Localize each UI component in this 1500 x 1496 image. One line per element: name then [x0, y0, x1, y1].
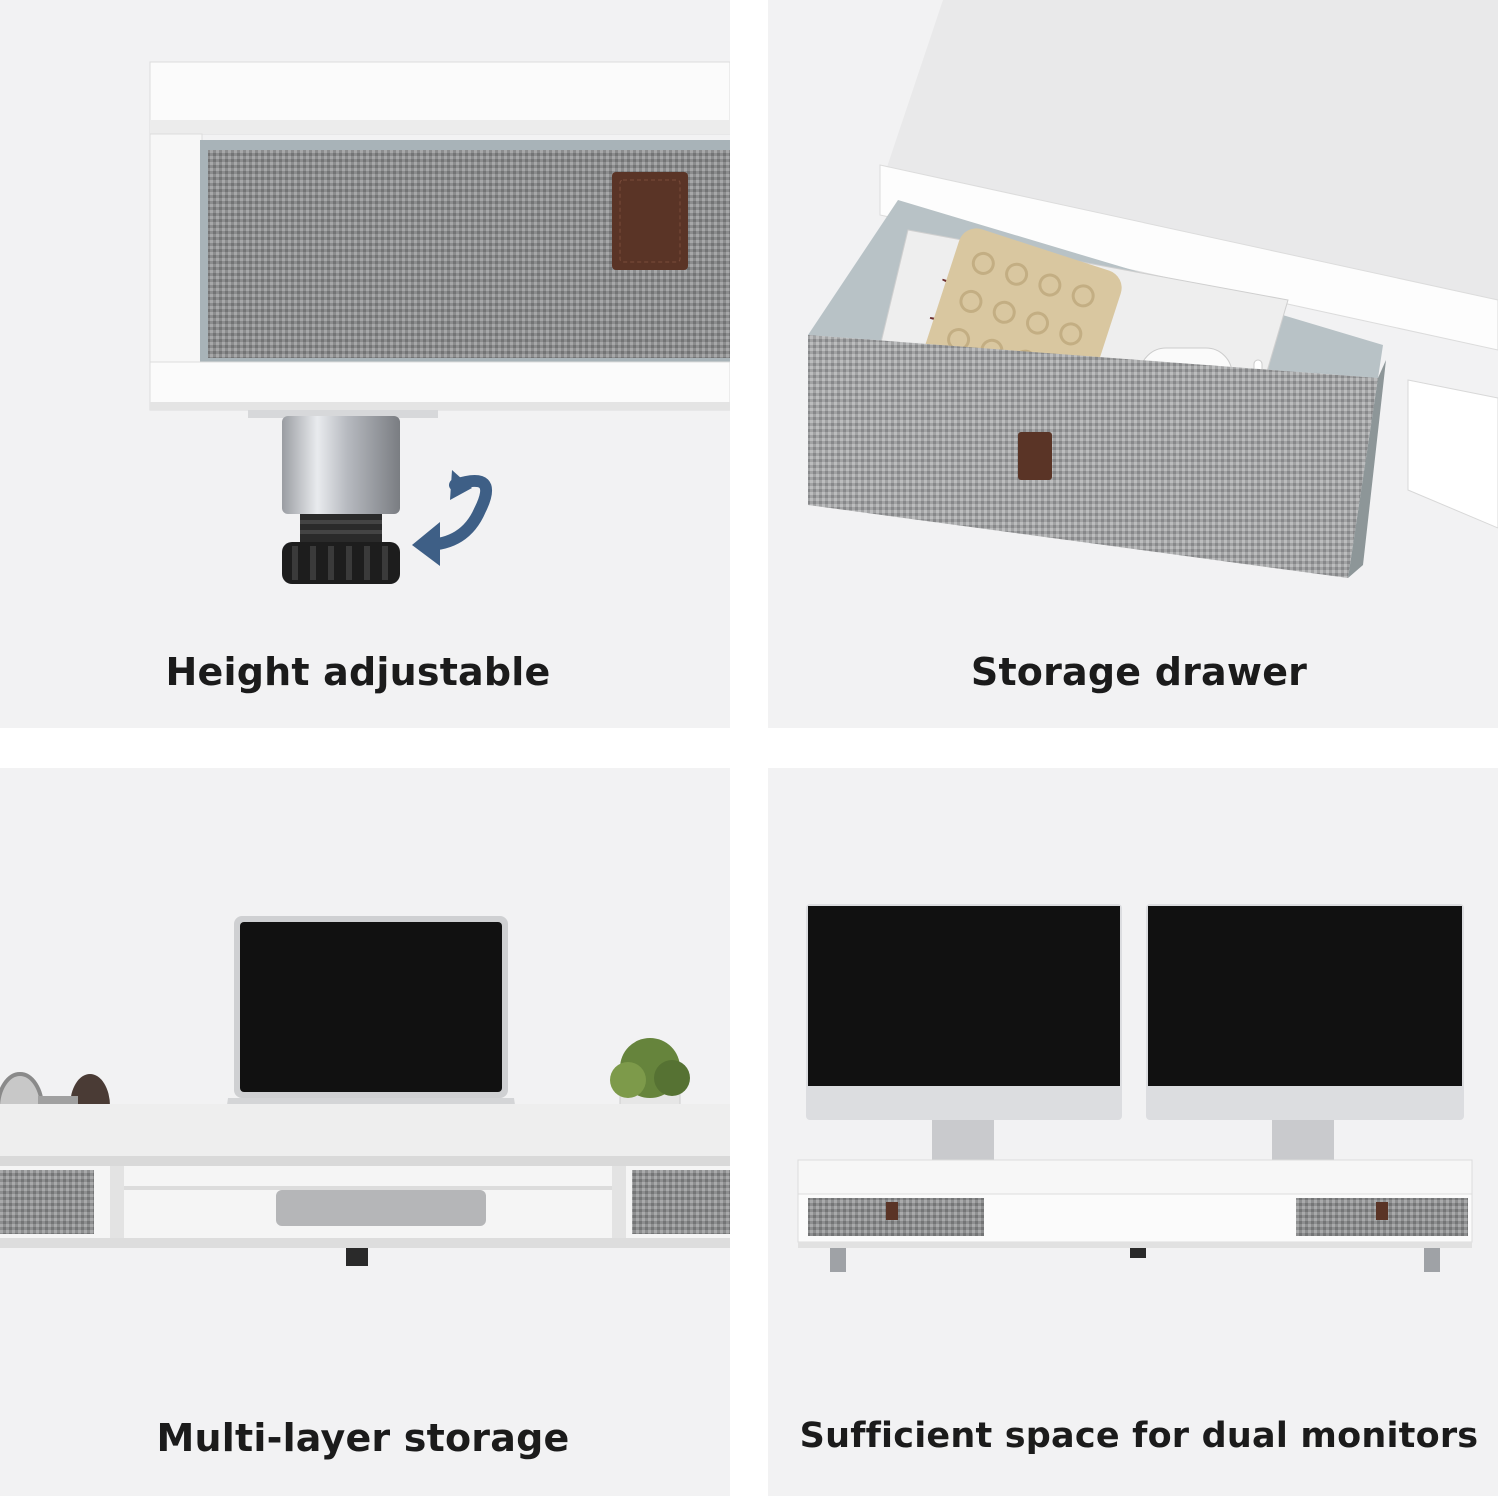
right-drawer [632, 1170, 730, 1234]
left-monitor [806, 904, 1122, 1172]
right-monitor [1146, 904, 1464, 1172]
laptop-screen [240, 922, 502, 1092]
dual-monitor-illustration [797, 904, 1473, 1272]
feature-caption: Storage drawer [970, 650, 1308, 694]
rotate-arrow-icon [412, 470, 493, 566]
foot-cylinder [282, 416, 400, 514]
feature-caption: Height adjustable [165, 650, 551, 694]
feature-panel-dual-monitors: Sufficient space for dual monitors [768, 768, 1498, 1496]
leather-pull-tab [1376, 1202, 1388, 1220]
monitor-screen [808, 906, 1120, 1086]
feature-panel-height-adjustable: Height adjustable [0, 0, 730, 728]
feature-panel-storage-drawer: DLM Storage drawer [768, 0, 1498, 728]
feature-caption: Sufficient space for dual monitors [799, 1416, 1479, 1456]
adjustable-foot-illustration [149, 61, 730, 584]
leather-pull-tab [612, 172, 688, 270]
desk-shelf-illustration [0, 916, 730, 1266]
feature-panel-multi-layer-storage: Multi-layer storage [0, 768, 730, 1496]
drawer-fabric-front [808, 335, 1378, 578]
open-drawer-illustration: DLM [808, 0, 1498, 578]
leather-pull-tab [1018, 432, 1052, 480]
left-drawer [0, 1170, 94, 1234]
monitor-screen [1148, 906, 1462, 1086]
tablet [276, 1190, 486, 1226]
feature-caption: Multi-layer storage [156, 1416, 570, 1460]
leather-pull-tab [886, 1202, 898, 1220]
